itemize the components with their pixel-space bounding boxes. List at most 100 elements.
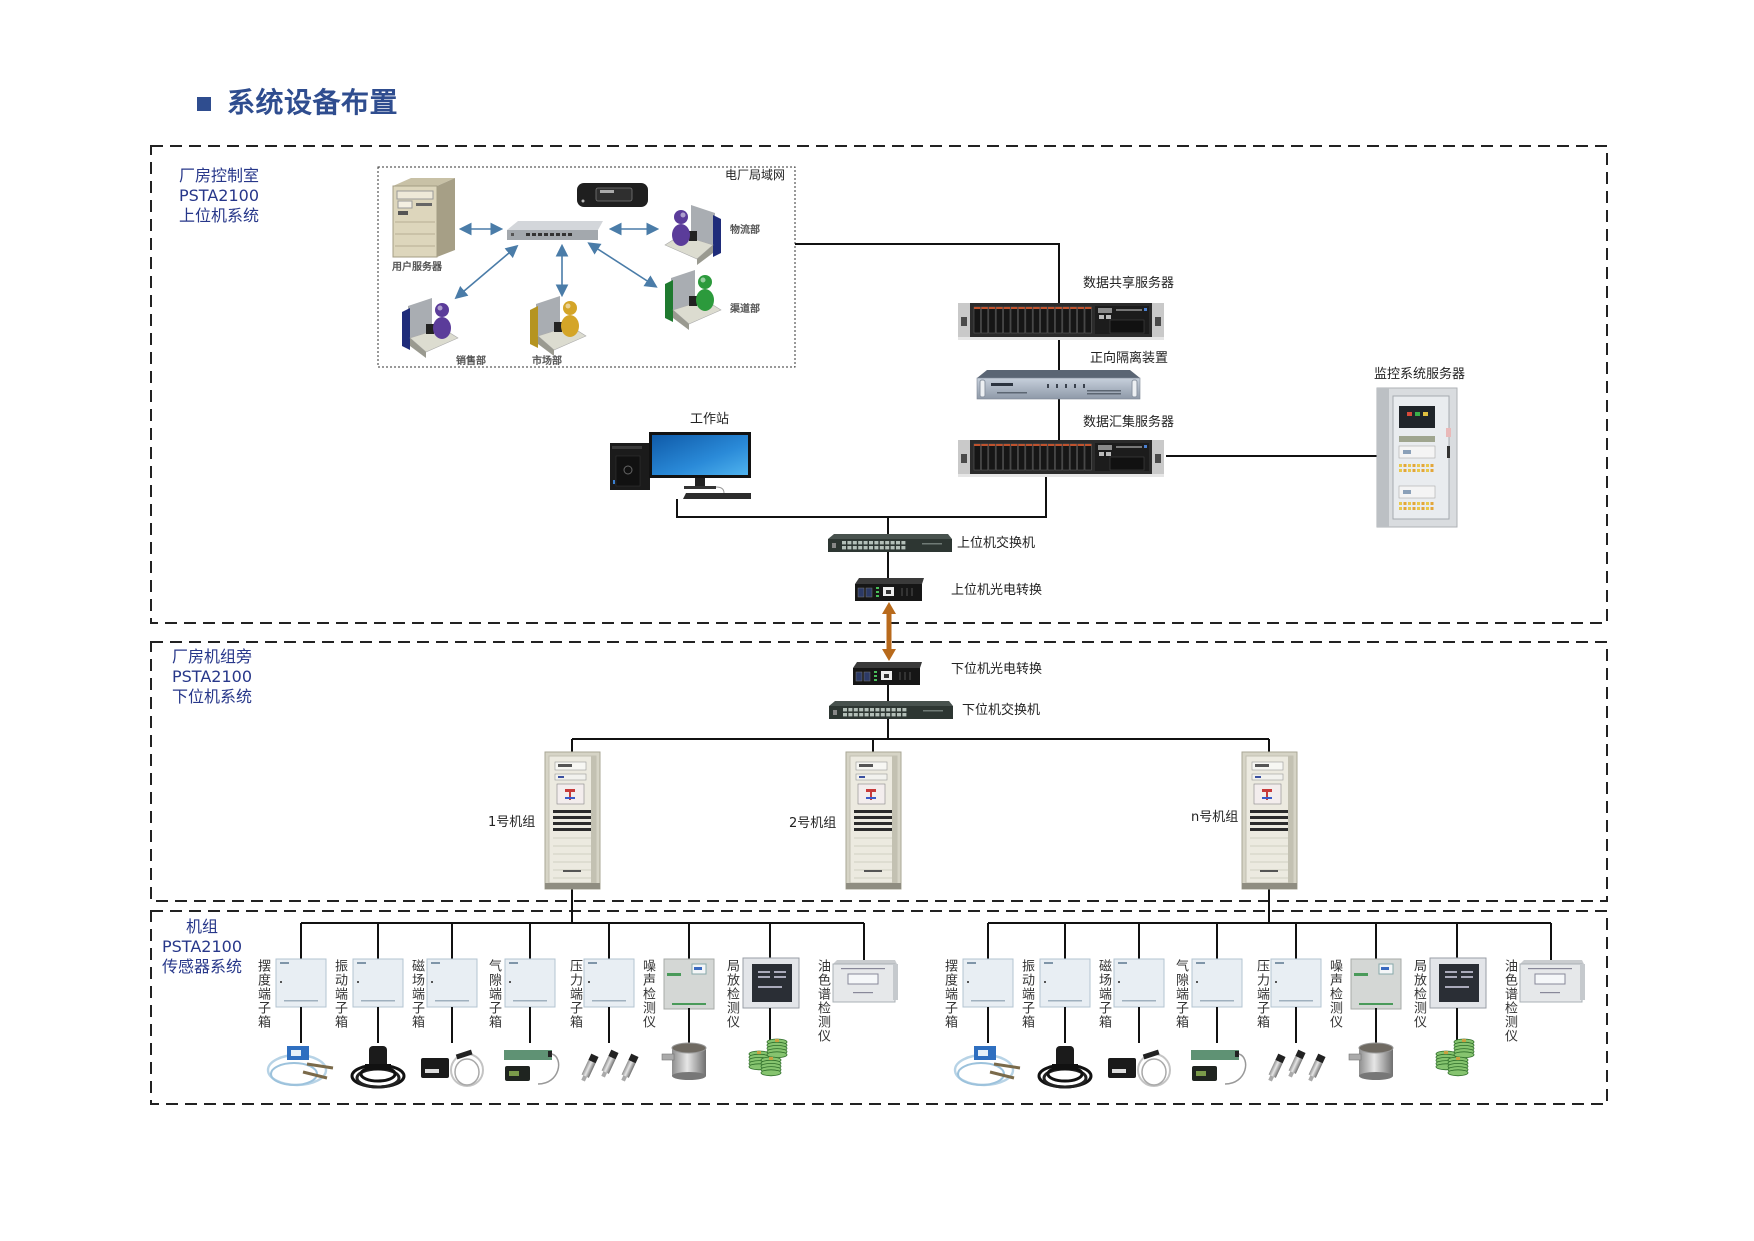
user-server-label: 用户服务器 — [392, 262, 442, 273]
sensor-device-label: 油色谱检测仪 — [815, 959, 830, 1043]
lower-system-label: 厂房机组旁 PSTA2100 下位机系统 — [142, 647, 282, 707]
upper-converter-label: 上位机光电转换 — [951, 583, 1043, 598]
lower-switch-label: 下位机交换机 — [962, 703, 1041, 718]
partial-discharge-sensor-icon — [748, 1038, 788, 1077]
channel-dept-label: 渠道部 — [730, 304, 760, 315]
sensor-device-label: 磁场端子箱 — [1096, 959, 1111, 1029]
title-square-icon — [197, 97, 211, 111]
lower-switch-icon — [829, 701, 953, 719]
sensor-device-label: 压力端子箱 — [1254, 959, 1269, 1029]
market-dept-label: 市场部 — [532, 356, 562, 367]
swing-sensor-icon — [953, 1046, 1021, 1087]
unit-1-cabinet-icon — [544, 751, 601, 890]
section-label-line: 厂房机组旁 — [171, 647, 252, 666]
pressure-sensor-icon — [581, 1049, 639, 1082]
terminal-box-icon — [275, 958, 327, 1008]
terminal-box-icon — [1270, 958, 1322, 1008]
workstation-pc-icon — [610, 432, 751, 499]
sensor-device-label: 局放检测仪 — [724, 959, 739, 1029]
noise-sensor-icon — [661, 1042, 707, 1080]
network-appliance-icon — [577, 183, 648, 207]
air-gap-sensor-icon — [1191, 1050, 1247, 1085]
page-title: 系统设备布置 — [227, 86, 399, 119]
terminal-box-icon — [1191, 958, 1243, 1008]
sensor-device-label: 振动端子箱 — [332, 959, 347, 1029]
forward-isolation-device-icon — [976, 370, 1141, 400]
channel-dept-workstation-icon — [665, 270, 722, 330]
sensor-device-label: 油色谱检测仪 — [1502, 959, 1517, 1043]
magnetic-field-sensor-icon — [1108, 1049, 1171, 1087]
upper-optical-converter-icon — [855, 578, 924, 601]
unit-2-cabinet-icon — [845, 751, 902, 890]
lan-to-share-server-line — [795, 243, 1060, 303]
terminal-box-icon — [1039, 958, 1091, 1008]
vibration-sensor-icon — [350, 1046, 406, 1089]
vibration-sensor-icon — [1037, 1046, 1093, 1089]
sensor-device-label: 振动端子箱 — [1019, 959, 1034, 1029]
data-collect-server-icon — [958, 440, 1164, 477]
terminal-box-icon — [426, 958, 478, 1008]
market-dept-workstation-icon — [530, 296, 587, 356]
user-server-icon — [392, 178, 455, 258]
air-gap-sensor-icon — [504, 1050, 560, 1085]
sales-dept-workstation-icon — [402, 298, 459, 358]
section-label-line: 上位机系统 — [178, 206, 259, 225]
section-label-line: 厂房控制室 — [178, 166, 259, 185]
lower-converter-label: 下位机光电转换 — [951, 662, 1043, 677]
fiber-link-double-arrow-icon — [882, 602, 896, 661]
sensor-device-label: 噪声检测仪 — [640, 959, 655, 1029]
unit-n-cabinet-icon — [1241, 751, 1298, 890]
data-share-server-label: 数据共享服务器 — [1083, 276, 1175, 291]
sensor-device-label: 噪声检测仪 — [1327, 959, 1342, 1029]
sensor-device-label: 气隙端子箱 — [1173, 959, 1188, 1029]
sensor-system-label: 机组 PSTA2100 传感器系统 — [132, 917, 272, 977]
data-share-server-icon — [958, 303, 1164, 340]
noise-sensor-icon — [1348, 1042, 1394, 1080]
terminal-box-icon — [583, 958, 635, 1008]
upper-switch-icon — [828, 534, 952, 552]
sensor-device-label: 压力端子箱 — [567, 959, 582, 1029]
logistics-dept-label: 物流部 — [730, 225, 760, 236]
terminal-box-icon — [962, 958, 1014, 1008]
magnetic-field-sensor-icon — [421, 1049, 484, 1087]
terminal-box-icon — [352, 958, 404, 1008]
partial-discharge-detector-icon — [742, 957, 800, 1009]
monitor-system-server-cabinet-icon — [1376, 387, 1458, 528]
lower-optical-converter-icon — [853, 662, 922, 685]
sales-dept-label: 销售部 — [456, 356, 486, 367]
sensor-device-label: 局放检测仪 — [1411, 959, 1426, 1029]
section-label-line: 机组 — [185, 917, 218, 936]
section-label-line: 传感器系统 — [161, 957, 242, 976]
oil-chromatography-detector-icon — [1519, 960, 1585, 1003]
section-label-line: PSTA2100 — [162, 937, 242, 956]
unit-n-label: n号机组 — [1191, 810, 1239, 825]
unit-1-label: 1号机组 — [488, 815, 536, 830]
lower-system-region — [150, 641, 1608, 902]
section-label-line: 下位机系统 — [171, 687, 252, 706]
lan-link-arrow — [587, 242, 658, 288]
data-collect-server-label: 数据汇集服务器 — [1083, 415, 1175, 430]
workstation-label: 工作站 — [690, 412, 730, 427]
section-label-line: PSTA2100 — [172, 667, 252, 686]
terminal-box-icon — [1113, 958, 1165, 1008]
forward-isolation-label: 正向隔离装置 — [1090, 351, 1169, 366]
sensor-system-region — [150, 910, 1608, 1105]
terminal-box-icon — [504, 958, 556, 1008]
partial-discharge-sensor-icon — [1435, 1038, 1475, 1077]
sensor-device-label: 磁场端子箱 — [409, 959, 424, 1029]
pressure-sensor-icon — [1268, 1049, 1326, 1082]
partial-discharge-detector-icon — [1429, 957, 1487, 1009]
lan-hub-icon — [507, 221, 603, 240]
unit-2-label: 2号机组 — [789, 816, 837, 831]
lan-title: 电厂局域网 — [725, 168, 786, 182]
lan-link-arrow — [454, 244, 519, 300]
upper-system-label: 厂房控制室 PSTA2100 上位机系统 — [149, 166, 289, 226]
upper-system-region — [150, 145, 1608, 624]
collect-server-workstation-line — [676, 473, 1047, 518]
section-label-line: PSTA2100 — [179, 186, 259, 205]
sensor-device-label: 摆度端子箱 — [255, 959, 270, 1029]
noise-detector-icon — [663, 958, 715, 1010]
sensor-device-label: 摆度端子箱 — [942, 959, 957, 1029]
swing-sensor-icon — [266, 1046, 334, 1087]
sensor-device-label: 气隙端子箱 — [486, 959, 501, 1029]
